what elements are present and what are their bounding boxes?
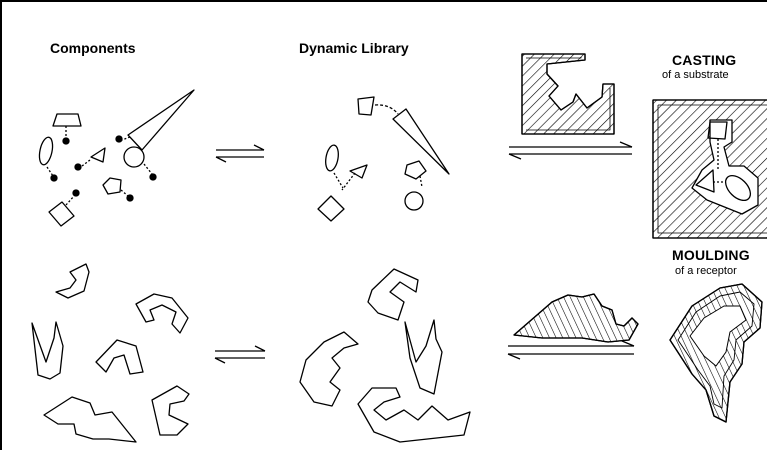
lib-ellipse-shape: [325, 144, 339, 172]
cast-triangle-shape: [695, 169, 715, 193]
equilibrium-arrow-top-2: [508, 141, 633, 160]
equilibrium-arrow-top-1: [215, 144, 265, 163]
hook-fragment: [135, 293, 189, 334]
heading-moulding-sub: of a receptor: [675, 265, 737, 277]
zigzag-fragment: [43, 396, 137, 443]
long-triangle-shape: [127, 89, 195, 151]
heading-moulding: MOULDING: [672, 247, 750, 263]
heading-components: Components: [50, 40, 136, 56]
equilibrium-arrow-bottom-1: [214, 345, 266, 364]
lib-trapezoid-shape: [357, 96, 375, 116]
lib-circle-shape: [404, 191, 424, 211]
heading-casting: CASTING: [672, 52, 737, 68]
lib-c-fragment: [299, 331, 359, 407]
ellipse-shape: [38, 136, 54, 166]
lib-v-fragment: [404, 319, 443, 395]
lib-zigzag-fragment: [357, 387, 471, 443]
triangle-shape: [90, 147, 106, 163]
lib-diamond-shape: [317, 195, 345, 222]
heading-casting-sub: of a substrate: [662, 69, 729, 81]
bottom-library-cluster: [299, 268, 471, 443]
crescent-fragment: [55, 263, 90, 299]
heading-dynamic-library: Dynamic Library: [299, 40, 409, 56]
casting-result: [652, 99, 767, 239]
trapezoid-shape: [52, 113, 82, 127]
receptor-template: [513, 293, 639, 343]
equilibrium-arrow-bottom-2: [507, 340, 635, 360]
cast-ellipse-shape: [724, 174, 752, 202]
bottom-components-cluster: [31, 263, 190, 443]
chevron-fragment: [95, 339, 144, 375]
circle-shape: [123, 146, 145, 168]
lib-triangle-shape: [349, 164, 368, 179]
v-fragment: [31, 321, 64, 380]
c-fragment: [151, 385, 190, 436]
lib-pentagon-shape: [404, 160, 427, 180]
lib-long-triangle-shape: [392, 108, 450, 175]
dynamic-library-cluster: [317, 96, 450, 222]
pentagon-shape: [102, 177, 122, 195]
moulding-result: [669, 283, 763, 423]
components-cluster: [38, 89, 195, 227]
lib-hook-fragment: [367, 268, 419, 321]
diamond-shape: [48, 201, 75, 227]
substrate-template: [521, 53, 615, 135]
cast-square-shape: [707, 121, 728, 140]
